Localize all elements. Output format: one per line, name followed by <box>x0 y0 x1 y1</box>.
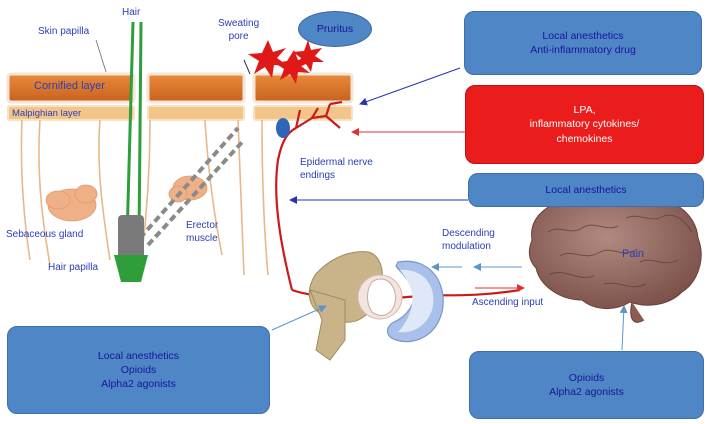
treatment-box-brain: Opioids Alpha2 agonists <box>469 351 704 419</box>
hair-label: Hair <box>122 7 141 18</box>
pruritus-label: Pruritus <box>316 23 354 35</box>
erector-muscle <box>138 126 246 247</box>
malpighian-layer-label: Malpighian layer <box>12 108 82 119</box>
pain-label: Pain <box>622 248 645 260</box>
sweating-pore-label: Sweating pore <box>218 18 260 42</box>
malpighian-layer-segment <box>7 105 135 121</box>
hair-papilla-label: Hair papilla <box>48 262 99 273</box>
arrow-top-box-to-skin <box>359 67 461 106</box>
sebaceous-gland-label: Sebaceous gland <box>6 229 84 240</box>
pruritus-stars <box>248 40 324 84</box>
brain-illustration <box>528 189 702 323</box>
pointer-sweating-pore <box>243 59 251 75</box>
erector-muscle-label: Erector muscle <box>186 220 219 244</box>
spinal-cord <box>308 251 444 361</box>
box-line: chemokines <box>556 132 613 145</box>
box-line: Local anesthetics <box>545 183 627 196</box>
box-line: Opioids <box>568 371 605 384</box>
skin-papilla-label: Skin papilla <box>38 26 90 37</box>
box-line: Alpha2 agonists <box>101 378 176 391</box>
ascending-input-label: Ascending input <box>472 297 544 308</box>
treatment-box-spinal: Local anesthetics Opioids Alpha2 agonist… <box>7 326 270 414</box>
box-line: inflammatory cytokines/ <box>529 118 640 131</box>
mediator-box-lpa-cytokines: LPA, inflammatory cytokines/ chemokines <box>465 85 704 164</box>
cornified-layer-label: Cornified layer <box>34 80 105 92</box>
pointer-skin-papilla <box>95 39 107 73</box>
box-line: Local anesthetics <box>542 29 624 42</box>
hair-shaft <box>114 21 148 282</box>
box-line: Anti-inflammatory drug <box>530 44 636 56</box>
treatment-box-local-anesthetics: Local anesthetics <box>468 173 704 207</box>
treatment-box-local-anti-inflammatory: Local anesthetics Anti-inflammatory drug <box>464 11 702 75</box>
arrow-bottom-left-to-spine <box>271 305 327 331</box>
box-line: Opioids <box>120 363 157 376</box>
arrow-bottom-right-to-brain <box>619 305 628 351</box>
sebaceous-glands <box>45 175 208 222</box>
cornified-layer-segment <box>6 72 136 104</box>
pruritus-oval: Pruritus <box>298 11 372 47</box>
box-line: LPA, <box>573 104 596 117</box>
malpighian-layer-segment <box>253 105 353 121</box>
malpighian-layer-segment <box>147 105 245 121</box>
arrows <box>95 39 628 351</box>
box-line: Alpha2 agonists <box>549 386 624 398</box>
epidermal-nerve-endings-label: Epidermal nerve endings <box>300 157 373 181</box>
nerve-receptor <box>276 118 290 138</box>
cornified-layer-segment <box>146 72 246 104</box>
box-line: Local anesthetics <box>97 349 180 362</box>
descending-modulation-label: Descending modulation <box>442 228 495 252</box>
cornified-layer-segment <box>252 72 354 104</box>
